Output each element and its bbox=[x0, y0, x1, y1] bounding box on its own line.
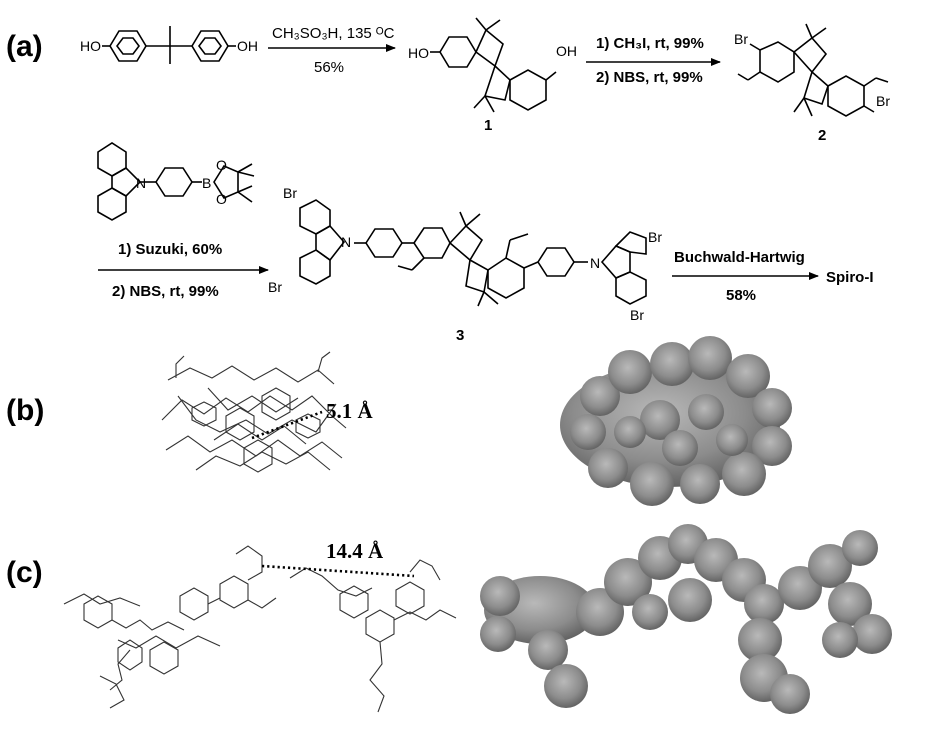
compound-number-1: 1 bbox=[484, 117, 492, 134]
compound-number-3: 3 bbox=[456, 327, 464, 344]
atom-label-br-c3-3: Br bbox=[648, 229, 662, 245]
atom-label-n-c3-right: N bbox=[590, 255, 600, 271]
step4-line2: 58% bbox=[726, 287, 756, 304]
atom-label-n-reagent: N bbox=[136, 175, 146, 191]
distance-label-b: 5.1 Å bbox=[326, 399, 374, 423]
step3-line1: 1) Suzuki, 60% bbox=[118, 241, 222, 258]
atom-label-br-c3-4: Br bbox=[630, 307, 644, 323]
wireframe-structure-b bbox=[161, 351, 347, 473]
atom-label-br-c3-2: Br bbox=[268, 279, 282, 295]
atom-label-ho-left: HO bbox=[80, 38, 101, 54]
space-filling-model-c bbox=[480, 524, 892, 714]
step4-line1: Buchwald-Hartwig bbox=[674, 249, 805, 266]
distance-label-c: 14.4 Å bbox=[326, 539, 384, 563]
atom-label-br-c2-top: Br bbox=[734, 31, 748, 47]
bisphenol-structure: HO OH bbox=[80, 26, 258, 64]
atom-label-ho-c1: HO bbox=[408, 45, 429, 61]
step1-reagent: CH₃SO₃H, 135 ᴼC bbox=[272, 25, 395, 42]
step1-yield: 56% bbox=[314, 59, 344, 76]
panel-label-c: (c) bbox=[6, 556, 43, 589]
atom-label-br-c2-bottom: Br bbox=[876, 93, 890, 109]
distance-marker-b bbox=[251, 410, 323, 440]
compound-number-2: 2 bbox=[818, 127, 826, 144]
step3-line2: 2) NBS, rt, 99% bbox=[112, 283, 219, 300]
atom-label-b-reagent: B bbox=[202, 175, 211, 191]
atom-label-br-c3-1: Br bbox=[283, 185, 297, 201]
distance-marker-c bbox=[261, 564, 415, 578]
panel-label-a: (a) bbox=[6, 30, 43, 63]
atom-label-n-c3-left: N bbox=[341, 234, 351, 250]
step2-line1: 1) CH₃I, rt, 99% bbox=[596, 35, 704, 52]
compound-2-structure: Br Br bbox=[734, 23, 890, 117]
panel-label-b: (b) bbox=[6, 394, 44, 427]
atom-label-o-reagent-bottom: O bbox=[216, 191, 227, 207]
compound-3-structure: Br Br N N Br Br bbox=[268, 185, 662, 323]
atom-label-oh-right: OH bbox=[237, 38, 258, 54]
atom-label-o-reagent-top: O bbox=[216, 157, 227, 173]
atom-label-oh-c1: OH bbox=[556, 43, 577, 59]
carbazole-boronate-structure bbox=[97, 142, 255, 221]
wireframe-structure-c bbox=[63, 545, 457, 713]
product-label: Spiro-I bbox=[826, 269, 874, 286]
compound-1-structure: HO OH bbox=[408, 17, 577, 113]
step2-line2: 2) NBS, rt, 99% bbox=[596, 69, 703, 86]
space-filling-model-b bbox=[560, 336, 792, 506]
